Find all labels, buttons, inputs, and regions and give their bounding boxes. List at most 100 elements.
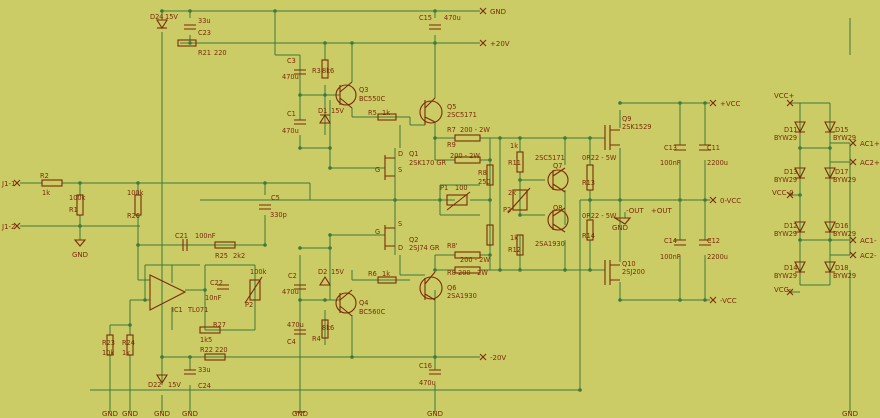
label-c3-value: 470u bbox=[282, 73, 299, 81]
label-q1: Q1 bbox=[409, 150, 418, 158]
label-c2: C2 bbox=[288, 272, 297, 280]
label-d1-value: 15V bbox=[331, 107, 344, 115]
label-ic1: IC1 bbox=[172, 306, 183, 314]
label-r27: R27 bbox=[213, 321, 226, 329]
label-r2-value: 1k bbox=[42, 189, 50, 197]
port-vcc-zero: 0-VCC bbox=[720, 197, 741, 205]
label-c1: C1 bbox=[287, 110, 296, 118]
label-d24-value: 15V bbox=[165, 13, 178, 21]
label-r3: R3 bbox=[312, 67, 321, 75]
label-q2-type: 2SJ74 GR bbox=[409, 244, 440, 252]
label-c22-value: 10nF bbox=[205, 294, 222, 302]
label-d14-type: BYW29 bbox=[774, 272, 797, 280]
label-c11-value: 2200u bbox=[707, 159, 728, 167]
label-r22-value: 220 bbox=[215, 346, 228, 354]
port-ac1m: AC1- bbox=[860, 237, 877, 245]
port-labels: GND +20V -20V +VCC 0-VCC -VCC -OUT +OUT … bbox=[1, 8, 880, 418]
wires bbox=[20, 10, 851, 412]
label-r7-value: 200 - 2W bbox=[460, 126, 490, 134]
label-d22-value: 15V bbox=[168, 381, 181, 389]
label-r21: R21 bbox=[198, 49, 211, 57]
label-r12: R12 bbox=[508, 246, 521, 254]
label-c4: C4 bbox=[287, 338, 296, 346]
port-markers bbox=[13, 7, 857, 361]
port-vcc0: VCC-0 bbox=[772, 189, 794, 197]
port-gnd-c24: GND bbox=[182, 410, 198, 418]
port-ac2p: AC2+ bbox=[860, 159, 880, 167]
label-d1: D1 bbox=[318, 107, 327, 115]
label-r8b-value: 200 - 2W bbox=[460, 256, 490, 264]
label-q10: Q10 bbox=[622, 260, 636, 268]
port-vcc-neg: -VCC bbox=[720, 297, 737, 305]
junctions bbox=[78, 9, 832, 392]
label-c11: C11 bbox=[707, 144, 720, 152]
port-gnd-c16: GND bbox=[427, 410, 443, 418]
label-q7: Q7 bbox=[553, 162, 562, 170]
label-r26: R26 bbox=[127, 212, 140, 220]
port-neg20v: -20V bbox=[490, 354, 506, 362]
label-r8: R8 bbox=[478, 169, 487, 177]
label-p2b-value: 100k bbox=[250, 268, 267, 276]
port-j1-2: J1-2 bbox=[1, 223, 16, 231]
label-q1-type: 2SK170 GR bbox=[409, 159, 446, 167]
label-c4-value: 470u bbox=[287, 321, 304, 329]
label-c16-value: 470u bbox=[419, 379, 436, 387]
label-d11-type: BYW29 bbox=[774, 134, 797, 142]
label-d13: D13 bbox=[784, 168, 797, 176]
label-q7-type: 2SC5171 bbox=[535, 154, 565, 162]
port-pos20v: +20V bbox=[490, 40, 510, 48]
port-gnd-bridge: GND bbox=[842, 410, 858, 418]
label-q1-d: D bbox=[398, 150, 403, 158]
label-r26-value: 100k bbox=[127, 189, 144, 197]
label-d2-value: 15V bbox=[331, 268, 344, 276]
components bbox=[41, 19, 836, 413]
label-r8b: R8' bbox=[447, 242, 458, 250]
label-c13-value: 100nF bbox=[660, 159, 681, 167]
label-q1-s: S bbox=[398, 166, 402, 174]
label-q2-s: S bbox=[398, 220, 402, 228]
label-q4: Q4 bbox=[359, 299, 368, 307]
label-r8c: R8 bbox=[447, 269, 456, 277]
label-c13: C13 bbox=[664, 144, 677, 152]
label-q10-type: 2SJ200 bbox=[622, 268, 645, 276]
label-q6: Q6 bbox=[447, 284, 456, 292]
label-q5-type: 2SC5171 bbox=[447, 111, 477, 119]
label-p1: P1 bbox=[440, 184, 448, 192]
label-r11: R11 bbox=[508, 159, 521, 167]
label-q9: Q9 bbox=[622, 115, 631, 123]
label-q3: Q3 bbox=[359, 86, 368, 94]
label-c23: C23 bbox=[198, 29, 211, 37]
label-r6: R6 bbox=[368, 270, 377, 278]
port-gnd-c4: GND bbox=[292, 410, 308, 418]
label-q4-type: BC560C bbox=[359, 308, 386, 316]
label-c24-value: 33u bbox=[198, 366, 211, 374]
label-r14: R14 bbox=[582, 232, 595, 240]
label-r27-value: 1k5 bbox=[200, 336, 212, 344]
port-vcc-pos: +VCC bbox=[720, 100, 741, 108]
label-r8c-value: 200 - 2W bbox=[458, 269, 488, 277]
port-gnd-r23: GND bbox=[102, 410, 118, 418]
label-r13-value: 0R22 - 5W bbox=[582, 154, 617, 162]
label-r13: R13 bbox=[582, 179, 595, 187]
port-gnd-r24: GND bbox=[122, 410, 138, 418]
label-q2-g: G bbox=[375, 228, 380, 236]
label-r12-value: 1k bbox=[510, 234, 518, 242]
label-r5-value: 1k bbox=[382, 109, 390, 117]
label-c14-value: 100nF bbox=[660, 253, 681, 261]
label-q9-type: 2SK1529 bbox=[622, 123, 652, 131]
label-c5-value: 330p bbox=[270, 211, 287, 219]
label-q1-g: G bbox=[375, 166, 380, 174]
label-r22: R22 bbox=[200, 346, 213, 354]
label-d12: D12 bbox=[784, 222, 797, 230]
label-d18: D18 bbox=[835, 264, 848, 272]
label-c14: C14 bbox=[664, 237, 677, 245]
label-c12-value: 2200u bbox=[707, 253, 728, 261]
label-r14-value: 0R22 - 5W bbox=[582, 212, 617, 220]
label-c15: C15 bbox=[419, 14, 432, 22]
label-r2: R2 bbox=[40, 172, 49, 180]
label-d24: D24 bbox=[150, 13, 163, 21]
label-r1: R1 bbox=[69, 206, 78, 214]
port-gnd-top: GND bbox=[490, 8, 506, 16]
label-d16: D16 bbox=[835, 222, 848, 230]
label-d22: D22 bbox=[148, 381, 161, 389]
